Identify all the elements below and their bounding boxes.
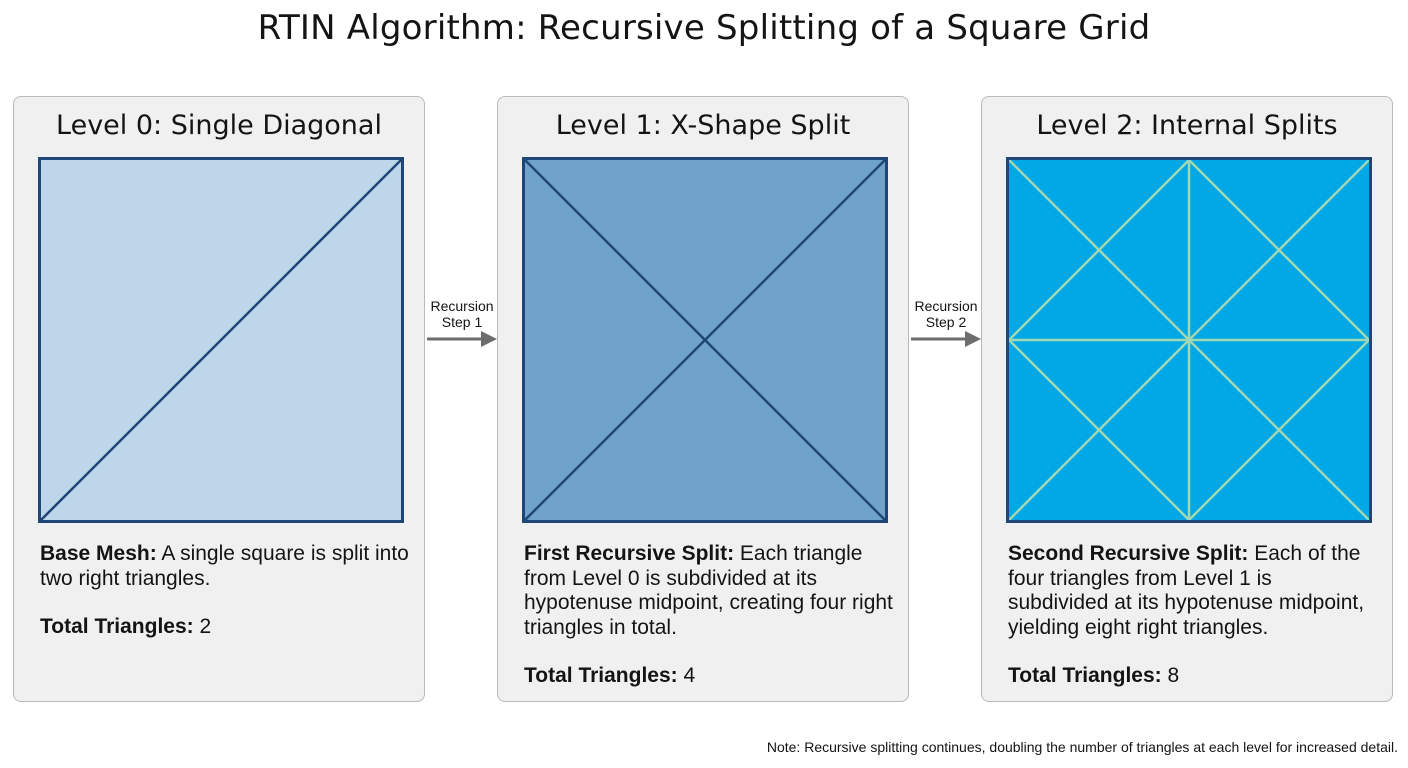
level-1-description: First Recursive Split: Each triangle fro… [524,542,894,689]
recursion-step-2-label: Recursion Step 2 [909,298,983,330]
recursion-step-1-arrow: Recursion Step 1 [425,296,499,356]
level-1-title: Level 1: X-Shape Split [555,110,851,141]
level-2-desc-label: Second Recursive Split: [1008,542,1249,565]
recursion-step-1-line1: Recursion [430,298,494,314]
level-0-total-value: 2 [199,615,212,638]
level-1-total-label: Total Triangles: [524,664,678,687]
recursion-step-2-arrow: Recursion Step 2 [909,296,983,356]
level-1-desc-text: Each triangle from Level 0 is subdivided… [524,542,893,639]
level-2-internal-lines [1008,159,1370,521]
level-2-diamond-edge-bottom-right [1188,339,1370,521]
level-2-desc-text: Each of the four triangles from Level 1 … [1008,542,1365,639]
level-2-description: Second Recursive Split: Each of the four… [1008,542,1378,689]
recursion-step-1-line2: Step 1 [441,314,483,330]
level-1-diagonal-b [522,157,888,523]
level-0-desc-label: Base Mesh: [40,542,157,565]
level-2-title: Level 2: Internal Splits [1036,110,1338,141]
diagram-title: RTIN Algorithm: Recursive Splitting of a… [257,8,1151,48]
level-1-mesh [522,157,888,523]
level-2-diamond-edge-bottom-left [1008,339,1190,521]
level-2-panel: Level 2: Internal Splits Second Recursiv… [981,96,1393,702]
arrow-right-icon [911,331,981,347]
level-0-mesh [38,157,404,523]
level-0-desc-text: A single square is split into two right … [40,542,409,590]
level-2-border [1006,157,1372,523]
level-2-mesh [1006,157,1372,523]
level-0-diagonal [38,157,404,523]
arrow-right-icon [427,331,497,347]
level-1-total-value: 4 [683,664,696,687]
level-2-diamond-edge-top-right [1188,159,1370,341]
footnote: Note: Recursive splitting continues, dou… [766,739,1398,755]
level-0-total-label: Total Triangles: [40,615,194,638]
level-0-description: Base Mesh: A single square is split into… [40,542,410,640]
recursion-step-2-line2: Step 2 [925,314,967,330]
level-0-title: Level 0: Single Diagonal [56,110,382,141]
recursion-step-1-label: Recursion Step 1 [425,298,499,330]
recursion-step-2-line1: Recursion [914,298,978,314]
level-2-total-value: 8 [1167,664,1180,687]
level-2-total-label: Total Triangles: [1008,664,1162,687]
level-1-panel: Level 1: X-Shape Split First Recursive S… [497,96,909,702]
level-2-diamond-edge-top-left [1008,159,1190,341]
level-1-desc-label: First Recursive Split: [524,542,735,565]
level-0-panel: Level 0: Single Diagonal Base Mesh: A si… [13,96,425,702]
